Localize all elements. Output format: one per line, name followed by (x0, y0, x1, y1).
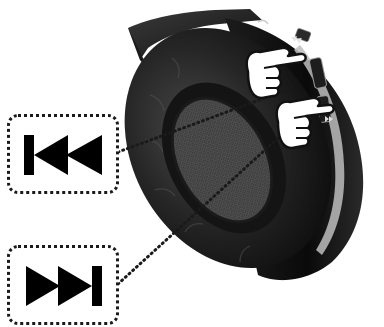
skip-next-icon (18, 260, 110, 312)
callout-skip-previous (7, 114, 119, 194)
callout-skip-next (7, 245, 119, 325)
skip-previous-icon (18, 129, 110, 181)
